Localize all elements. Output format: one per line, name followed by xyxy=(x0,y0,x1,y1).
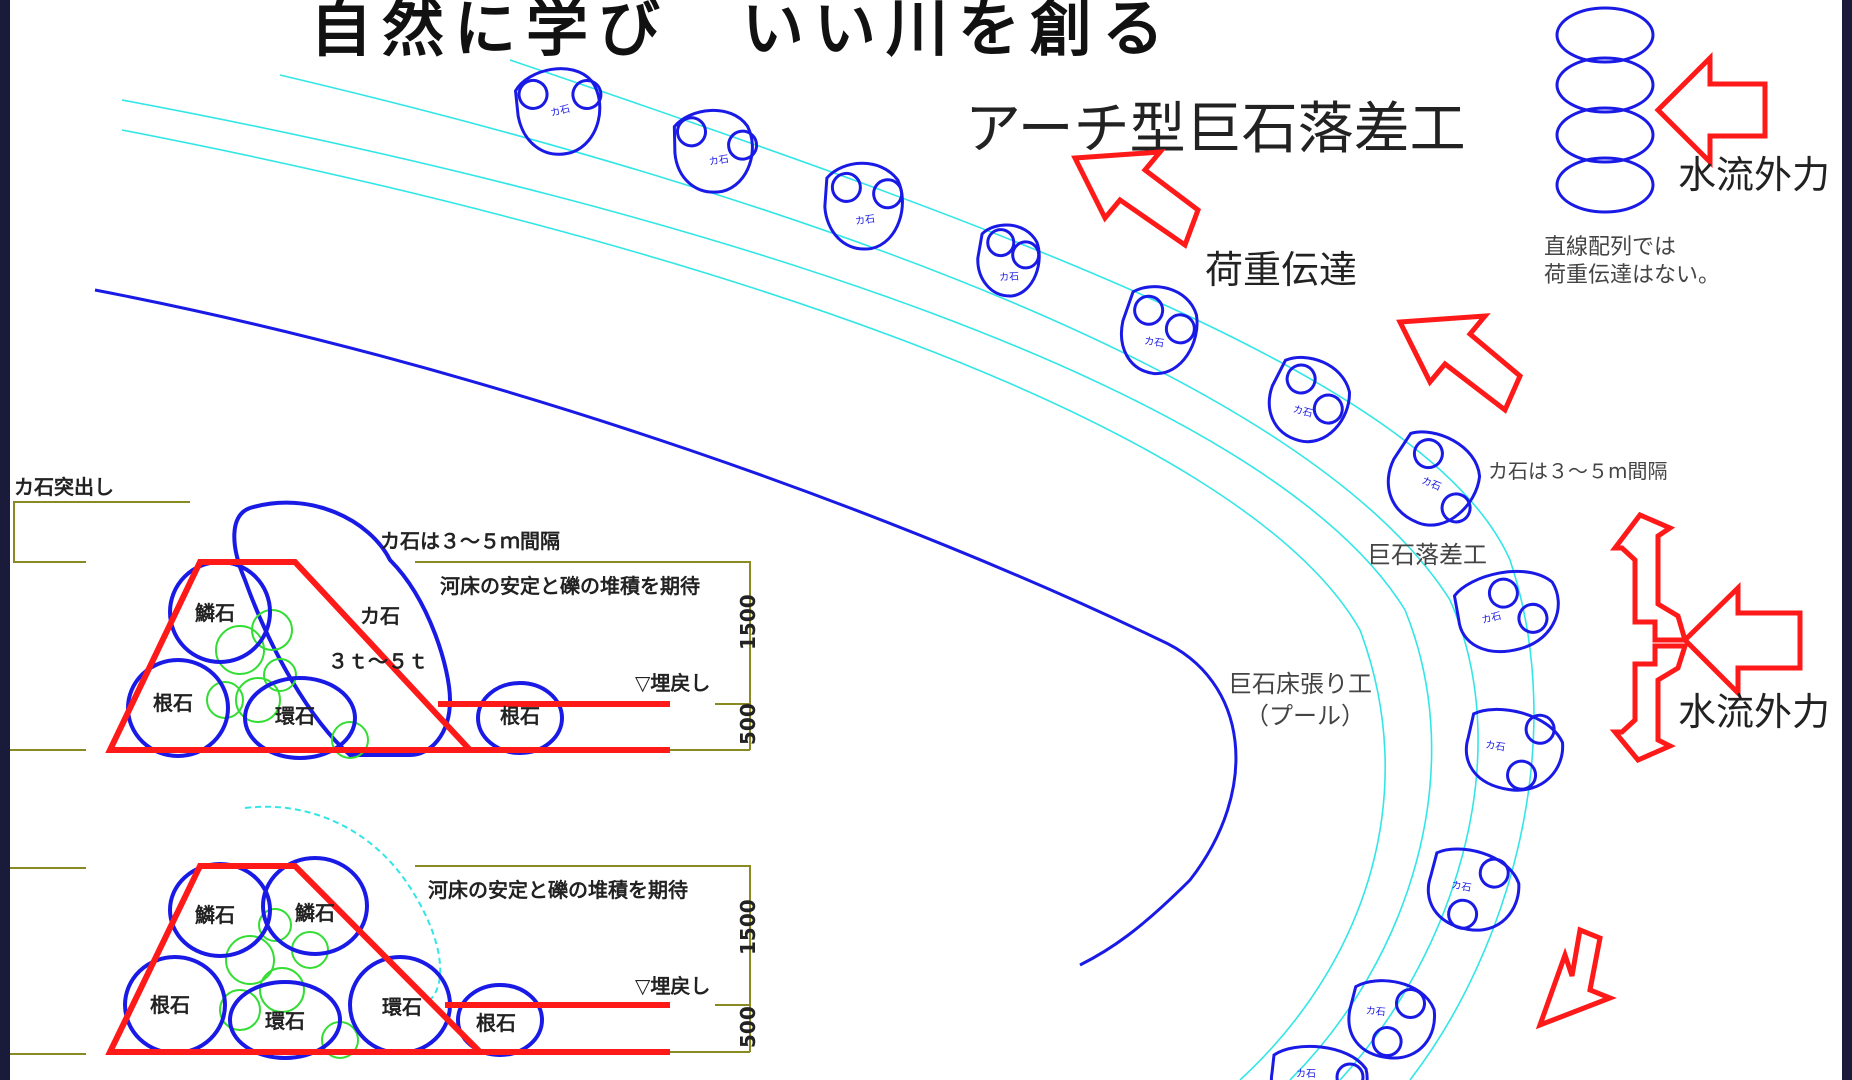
cross-section-1: カ石突出し カ石は３～５ｍ間隔 河床の安定と礫の堆積を期待 鱗石 カ石 ３ｔ～５… xyxy=(10,475,760,760)
force-stone: カ石 xyxy=(1120,285,1199,376)
load-transfer-arrows xyxy=(1071,149,1617,1030)
arch-guide-line-1 xyxy=(279,74,1479,1080)
cross-section-2: 河床の安定と礫の堆積を期待 鱗石 鱗石 根石 環石 環石 根石 ▽埋戻し 150… xyxy=(10,805,760,1060)
force-stone-label: カ石 xyxy=(1143,335,1164,350)
arch-title: アーチ型巨石落差工 xyxy=(965,97,1466,162)
force-stone: カ石 xyxy=(513,67,603,156)
force-stone: カ石 xyxy=(976,223,1041,298)
expectation-label: 河床の安定と礫の堆積を期待 xyxy=(440,574,700,598)
force-stone-label: カ石 xyxy=(1450,879,1472,894)
force-stone-label: カ石 xyxy=(549,103,571,120)
force-stone: カ石 xyxy=(1464,707,1565,792)
straight-array-note-2: 荷重伝達はない。 xyxy=(1544,263,1720,288)
load-arrow-3 xyxy=(1535,926,1617,1030)
pool-label-2: （プール） xyxy=(1245,702,1365,730)
pool-label-1: 巨石床張り工 xyxy=(1228,670,1372,698)
force-stone: カ石 xyxy=(1386,430,1482,527)
force-stone-outline xyxy=(232,500,453,757)
weight-label: ３ｔ～５ｔ xyxy=(328,649,428,673)
scale-stone-left-label: 鱗石 xyxy=(194,903,235,927)
expectation-label: 河床の安定と礫の堆積を期待 xyxy=(428,878,688,902)
dim-lower: 500 xyxy=(736,1006,760,1048)
stone-interval-label: カ石は３～５ｍ間隔 xyxy=(380,529,560,553)
arch-guide-lines xyxy=(121,59,1535,1080)
ring-stone-center xyxy=(228,980,342,1060)
backfill-label: ▽埋戻し xyxy=(635,974,710,998)
scale-stone-label: 鱗石 xyxy=(194,601,235,625)
scale-stone-right-label: 鱗石 xyxy=(294,901,335,925)
load-transfer-label: 荷重伝達 xyxy=(1205,248,1357,292)
ring-stone xyxy=(243,676,357,760)
arch-guide-line-2 xyxy=(121,99,1433,1080)
protrusion-bracket xyxy=(13,501,190,563)
arch-guide-line-3 xyxy=(121,129,1386,1080)
water-force-arrow-top xyxy=(1654,51,1768,169)
force-stone: カ石 xyxy=(823,161,904,251)
ring-stone-right-label: 環石 xyxy=(382,995,422,1019)
force-stone-label: カ石 xyxy=(1296,1068,1316,1080)
page-title: 自然に学び いい川を創る xyxy=(310,0,1174,65)
root-stone-label: 根石 xyxy=(153,691,193,715)
root-stone-label: 根石 xyxy=(150,993,190,1017)
protrusion-label: カ石突出し xyxy=(14,475,114,499)
diagram-canvas: 自然に学び いい川を創る カ石 カ石 カ石 カ石 xyxy=(10,0,1842,1080)
backfill-label: ▽埋戻し xyxy=(635,671,710,695)
straight-array-note-1: 直線配列では xyxy=(1544,235,1676,260)
straight-array-stones xyxy=(1555,6,1655,214)
force-stone: カ石 xyxy=(1452,569,1560,654)
force-stone-label: カ石 xyxy=(1292,403,1314,420)
force-stone-arch: カ石 カ石 カ石 カ石 カ石 カ石 カ石 xyxy=(513,67,1565,1080)
force-stone-label: カ石 xyxy=(999,270,1020,283)
arch-guide-line-4 xyxy=(509,59,1535,1080)
stone-interval-plan-label: カ石は３～５m間隔 xyxy=(1488,459,1667,483)
dim-lower: 500 xyxy=(736,703,760,745)
force-stone-label: カ石 xyxy=(1365,1005,1386,1019)
force-stone: カ石 xyxy=(672,108,759,194)
ring-stone-label: 環石 xyxy=(275,704,315,728)
water-force-label-top: 水流外力 xyxy=(1678,153,1830,197)
boulder-drop-work-label: 巨石落差工 xyxy=(1367,541,1487,569)
water-force-split-arrow xyxy=(1609,511,1803,764)
force-stone: カ石 xyxy=(1347,979,1437,1060)
load-arrow-1 xyxy=(1071,149,1201,249)
force-stone-label: カ石 xyxy=(1420,475,1443,494)
removed-force-stone-outline xyxy=(244,805,442,1001)
water-force-label-mid: 水流外力 xyxy=(1678,690,1830,734)
pool-boundary-curve xyxy=(94,288,1238,967)
ring-stone-center-label: 環石 xyxy=(265,1009,305,1033)
root-stone-right-label: 根石 xyxy=(500,704,540,728)
force-stone: カ石 xyxy=(1426,847,1521,932)
force-stone-label: カ石 xyxy=(854,213,875,228)
force-stone: カ石 xyxy=(1267,355,1351,444)
load-arrow-2 xyxy=(1396,313,1524,414)
force-stone: カ石 xyxy=(1269,1044,1369,1080)
force-stone-label: カ石 xyxy=(1480,610,1502,627)
dim-upper: 1500 xyxy=(736,899,760,955)
root-stone-right-label: 根石 xyxy=(476,1011,516,1035)
force-stone-section-label: カ石 xyxy=(360,604,400,628)
force-stone-label: カ石 xyxy=(1485,739,1506,754)
force-stone-label: カ石 xyxy=(708,153,730,168)
diagram-svg: 自然に学び いい川を創る カ石 カ石 カ石 カ石 xyxy=(10,0,1830,1080)
dim-upper: 1500 xyxy=(736,594,760,650)
scale-stone-right xyxy=(261,856,369,956)
